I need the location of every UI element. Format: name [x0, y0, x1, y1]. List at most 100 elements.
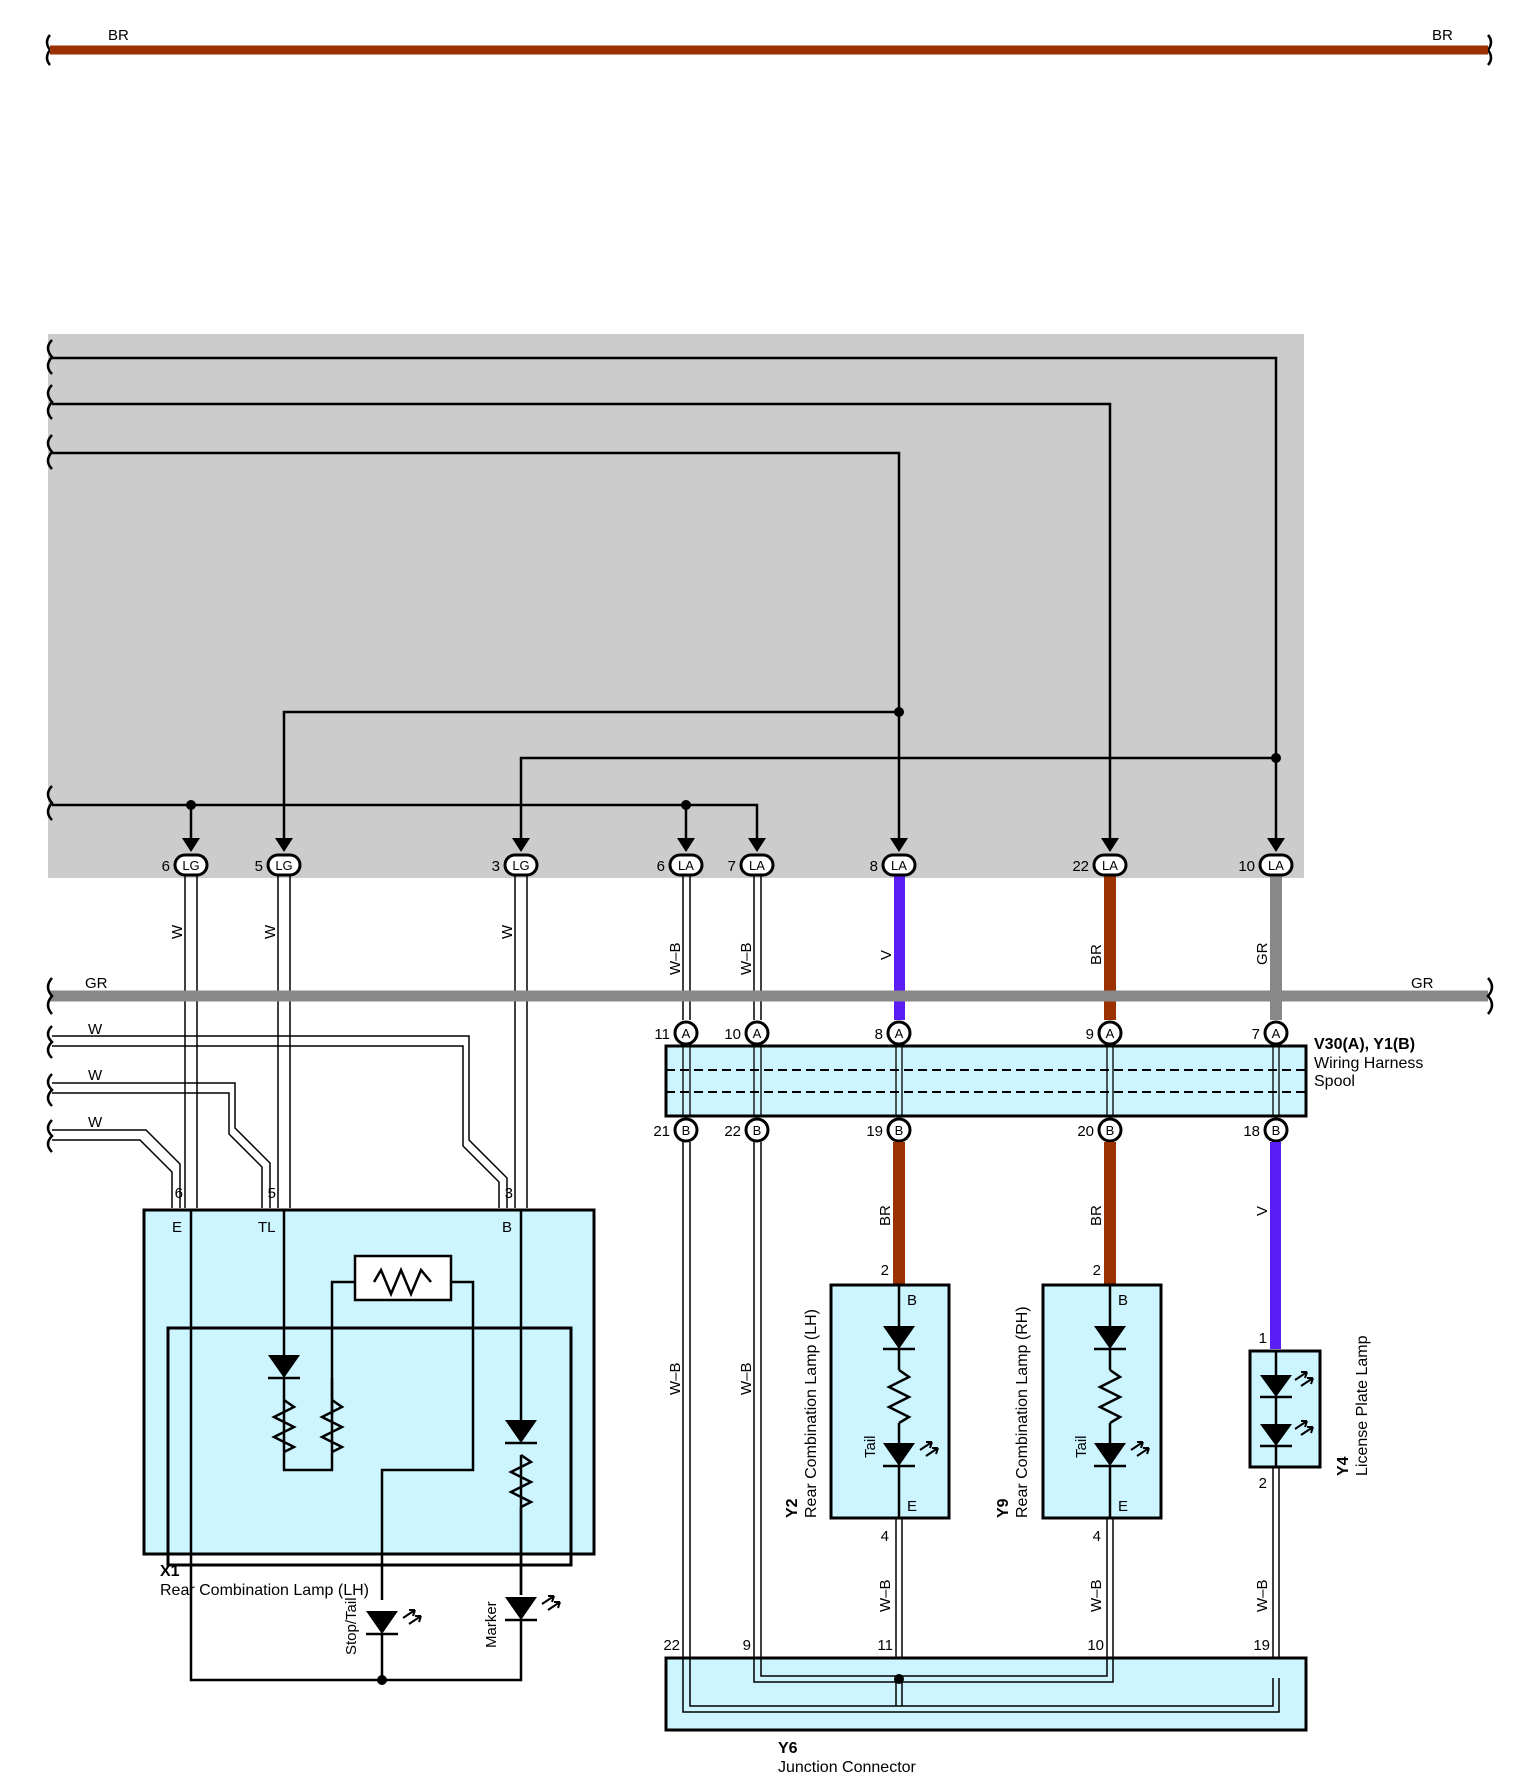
wire-label: BR [1088, 944, 1105, 965]
br-bus-right-label: BR [1432, 27, 1453, 44]
br-bus-left-label: BR [108, 27, 129, 44]
w-wire-label: W [88, 1067, 103, 1084]
gr-wire [1270, 875, 1282, 1020]
pin-number: 22 [1072, 858, 1089, 875]
pin-number: 6 [657, 858, 665, 875]
y9-name: Rear Combination Lamp (RH) [1014, 1306, 1031, 1518]
junction-dot [1271, 753, 1281, 763]
pin-letter: B [1272, 1123, 1281, 1138]
break-mark-icon [46, 1073, 54, 1107]
wire-label: V [1254, 1206, 1271, 1216]
y4-code: Y4 [1335, 1456, 1352, 1476]
y9-code: Y9 [995, 1498, 1012, 1518]
connector-code: LA [678, 858, 694, 873]
led-icon [1260, 1375, 1292, 1397]
connector-oval [668, 853, 704, 877]
internal-wire-to-3 [519, 756, 1276, 850]
spool-code: V30(A), Y1(B) [1314, 1036, 1415, 1053]
wire-label: BR [877, 1205, 894, 1226]
connector-oval [739, 853, 775, 877]
terminal-label: E [1118, 1498, 1128, 1515]
pin-letter: A [895, 1026, 904, 1041]
wire-label: W [262, 924, 279, 939]
connector-oval [1258, 853, 1294, 877]
pin-number: 19 [1253, 1637, 1270, 1654]
tail-label: Tail [862, 1435, 879, 1458]
pin-number: 20 [1077, 1123, 1094, 1140]
internal-wire-to-8 [52, 451, 901, 850]
spool-name-line2: Spool [1314, 1073, 1355, 1090]
internal-wire-to-10 [52, 356, 1278, 850]
resistor-icon [271, 1398, 297, 1454]
wire-label: W–B [667, 1362, 684, 1395]
x1-inner-frame [166, 1326, 573, 1567]
resistor-icon [319, 1398, 345, 1454]
w-side-wires: W W W [46, 1021, 508, 1208]
internal-wiring [52, 356, 1278, 850]
wire-label: W [169, 924, 186, 939]
junction-dot [681, 800, 691, 810]
lower-wires: W–B W–B BR BR V [667, 1142, 1281, 1703]
resistor-icon [886, 1368, 912, 1425]
x1-rear-combination-lamp-lh: 6 5 3 E TL B [142, 1185, 596, 1685]
connector-code: LG [182, 858, 199, 873]
connector-code: LA [749, 858, 765, 873]
pin-number: 10 [1238, 858, 1255, 875]
pin-number: 22 [663, 1637, 680, 1654]
terminal-label: E [172, 1219, 182, 1236]
pin-number: 7 [1252, 1026, 1260, 1043]
junction-dot [894, 707, 904, 717]
diode-icon [268, 1355, 300, 1378]
junction-dots [186, 707, 1281, 810]
led-icon [1094, 1443, 1126, 1466]
connector-code: LG [512, 858, 529, 873]
terminal-label: B [907, 1292, 917, 1309]
pin-number: 10 [724, 1026, 741, 1043]
pin-number: 2 [881, 1262, 889, 1279]
connector-code: LA [1268, 858, 1284, 873]
pin-number: 4 [1093, 1528, 1101, 1545]
break-mark-icon [1486, 977, 1494, 1015]
pin-letter: B [682, 1123, 691, 1138]
pin-number: 2 [1259, 1475, 1267, 1492]
arrow-icon [677, 838, 695, 852]
v-wire [1270, 1142, 1281, 1349]
arrow-icon [512, 838, 530, 852]
pin-number: 3 [505, 1185, 513, 1202]
internal-wire-ground [52, 803, 759, 850]
pin-number: 6 [175, 1185, 183, 1202]
x1-code: X1 [160, 1563, 180, 1580]
spool-body [664, 1044, 1308, 1118]
br-wire [1104, 875, 1116, 1020]
tail-label: Tail [1073, 1435, 1090, 1458]
connector-code: LG [275, 858, 292, 873]
wire-label: W–B [877, 1579, 894, 1612]
wire-label: W [499, 924, 516, 939]
pin-letter: A [1106, 1026, 1115, 1041]
connector-code: LA [891, 858, 907, 873]
pin-number: 11 [877, 1637, 893, 1654]
led-icon [1260, 1424, 1292, 1446]
terminal-label: B [1118, 1292, 1128, 1309]
led-icon [366, 1611, 398, 1634]
break-mark-icon [46, 1025, 54, 1059]
pin-number: 11 [654, 1026, 670, 1043]
junction-dot [894, 1674, 904, 1684]
connector-code: LA [1102, 858, 1118, 873]
w-wire-label: W [88, 1114, 103, 1131]
pin-letter: A [1272, 1026, 1281, 1041]
upper-vertical-wires: W W W W–B W–B V BR GR [169, 875, 1282, 1208]
wire-label: BR [1088, 1205, 1105, 1226]
br-wire [1104, 1142, 1116, 1285]
pin-number: 5 [255, 858, 263, 875]
wire-label: W–B [738, 1362, 755, 1395]
wire-label: W–B [1254, 1579, 1271, 1612]
y4-name: License Plate Lamp [1354, 1335, 1371, 1476]
pin-number: 9 [1086, 1026, 1094, 1043]
pin-number: 8 [875, 1026, 883, 1043]
br-wire [893, 1142, 905, 1285]
pin-number: 5 [268, 1185, 276, 1202]
pin-number: 10 [1087, 1637, 1104, 1654]
diode-icon [505, 1420, 537, 1443]
